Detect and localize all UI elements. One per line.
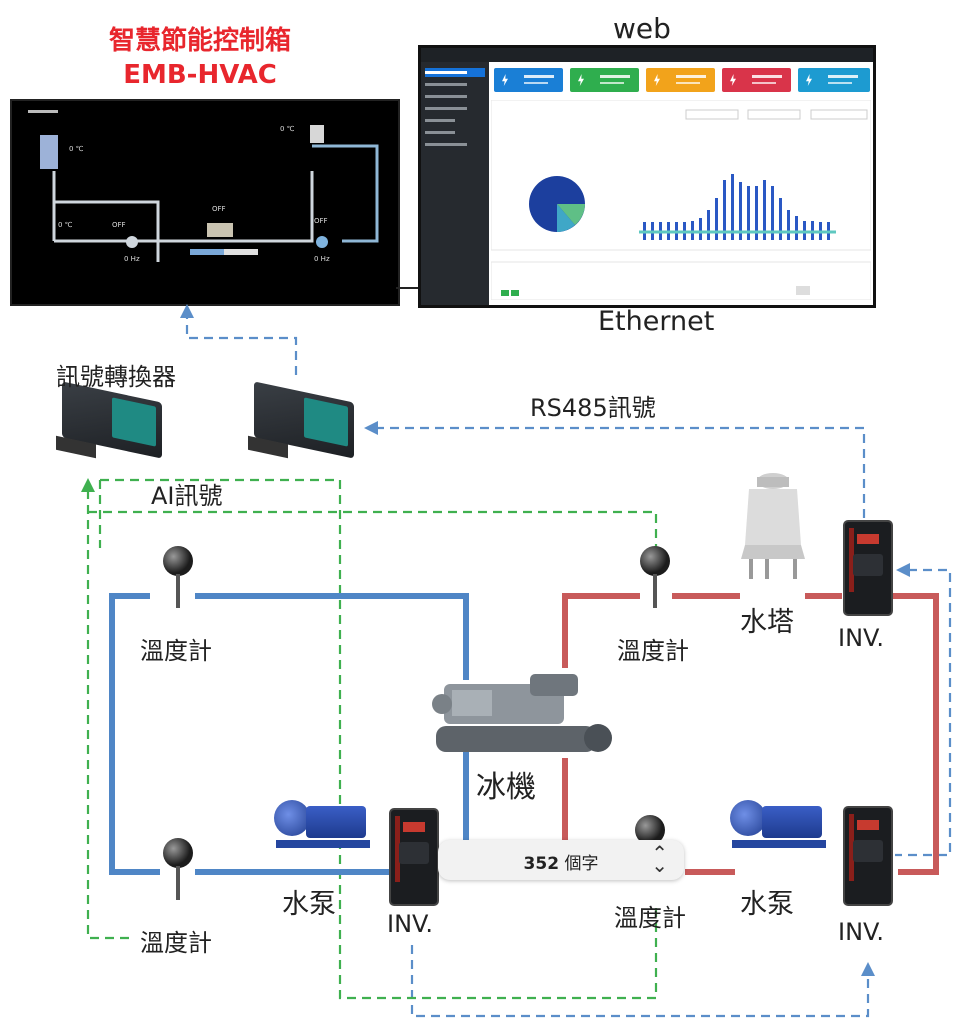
ethernet-link-line	[396, 287, 420, 289]
sidebar-item	[425, 128, 485, 137]
pump-left-icon	[270, 794, 374, 856]
arrow-up	[81, 478, 95, 492]
chiller-label: 冰機	[476, 770, 536, 805]
arrow-up	[180, 304, 194, 318]
svg-text:OFF: OFF	[314, 217, 328, 225]
stat-card	[494, 68, 563, 92]
ai-lines	[86, 478, 658, 1000]
arrow-up	[861, 962, 875, 976]
web-label: web	[613, 12, 671, 45]
svg-text:0 Hz: 0 Hz	[124, 255, 140, 263]
controller-title-line1: 智慧節能控制箱	[108, 26, 291, 56]
signal-converter-left	[52, 381, 170, 470]
thermometer-label-top-left: 溫度計	[140, 637, 212, 665]
pump-label-right: 水泵	[740, 889, 794, 920]
ethernet-label: Ethernet	[598, 306, 715, 337]
pump-right-icon	[726, 794, 830, 856]
svg-text:0 ℃: 0 ℃	[69, 145, 84, 153]
thermometer-top-left	[163, 546, 193, 612]
sidebar-item	[425, 116, 485, 125]
sidebar-item	[425, 80, 485, 89]
arrow-left	[896, 563, 910, 577]
stat-card	[646, 68, 715, 92]
svg-text:OFF: OFF	[212, 205, 226, 213]
dashboard-charts	[491, 100, 871, 300]
stat-card	[570, 68, 639, 92]
pump-label-left: 水泵	[282, 889, 336, 920]
thermometer-bottom-left	[163, 838, 193, 904]
signal-converter-right	[244, 381, 362, 470]
stat-card	[798, 68, 870, 92]
svg-text:0 ℃: 0 ℃	[280, 125, 295, 133]
inverter-bottom-right	[843, 806, 893, 906]
inverter-top-right	[843, 520, 893, 616]
thermometer-label-top-right: 溫度計	[617, 637, 689, 665]
rs485-lines	[185, 310, 952, 1018]
inverter-label-top-right: INV.	[838, 624, 884, 652]
controller-title: 智慧節能控制箱 EMB-HVAC	[60, 24, 340, 92]
word-count-popup[interactable]: 352 個字 ⌃⌄	[438, 840, 684, 880]
word-count-number: 352	[523, 854, 560, 874]
converter-label: 訊號轉換器	[56, 363, 176, 391]
cooling-tower-icon	[741, 473, 805, 579]
chevron-up-down-icon[interactable]: ⌃⌄	[651, 841, 668, 877]
inverter-label-bottom-left: INV.	[387, 910, 433, 938]
stat-card	[722, 68, 791, 92]
sidebar-item	[425, 140, 485, 149]
svg-text:0 Hz: 0 Hz	[314, 255, 330, 263]
thermometer-label-bottom-left: 溫度計	[140, 929, 212, 957]
ai-signal-label: AI訊號	[151, 482, 223, 510]
word-count-text: 352 個字	[438, 849, 684, 874]
dashboard-sidebar	[421, 48, 489, 305]
rs485-label: RS485訊號	[530, 394, 656, 422]
sidebar-item	[425, 68, 485, 77]
word-count-unit: 個字	[559, 854, 599, 874]
cooling-tower-label: 水塔	[740, 607, 794, 638]
chiller-icon	[432, 674, 612, 752]
controller-hmi-drawing: 0 ℃ 0 ℃ 0 ℃ OFF OFF OFF 0 Hz 0 Hz	[28, 110, 379, 263]
dashboard-topbar	[421, 48, 873, 62]
controller-screen: 0 ℃ 0 ℃ 0 ℃ OFF OFF OFF 0 Hz 0 Hz	[10, 99, 400, 306]
inverter-label-bottom-right: INV.	[838, 918, 884, 946]
arrow-left	[364, 421, 378, 435]
sidebar-item	[425, 104, 485, 113]
inverter-bottom-left	[389, 808, 439, 906]
svg-text:0 ℃: 0 ℃	[58, 221, 73, 229]
sidebar-item	[425, 92, 485, 101]
svg-text:OFF: OFF	[112, 221, 126, 229]
controller-title-line2: EMB-HVAC	[123, 60, 277, 90]
web-dashboard	[418, 45, 876, 308]
thermometer-top-right	[640, 546, 670, 612]
thermometer-label-bottom-right: 溫度計	[614, 904, 686, 932]
